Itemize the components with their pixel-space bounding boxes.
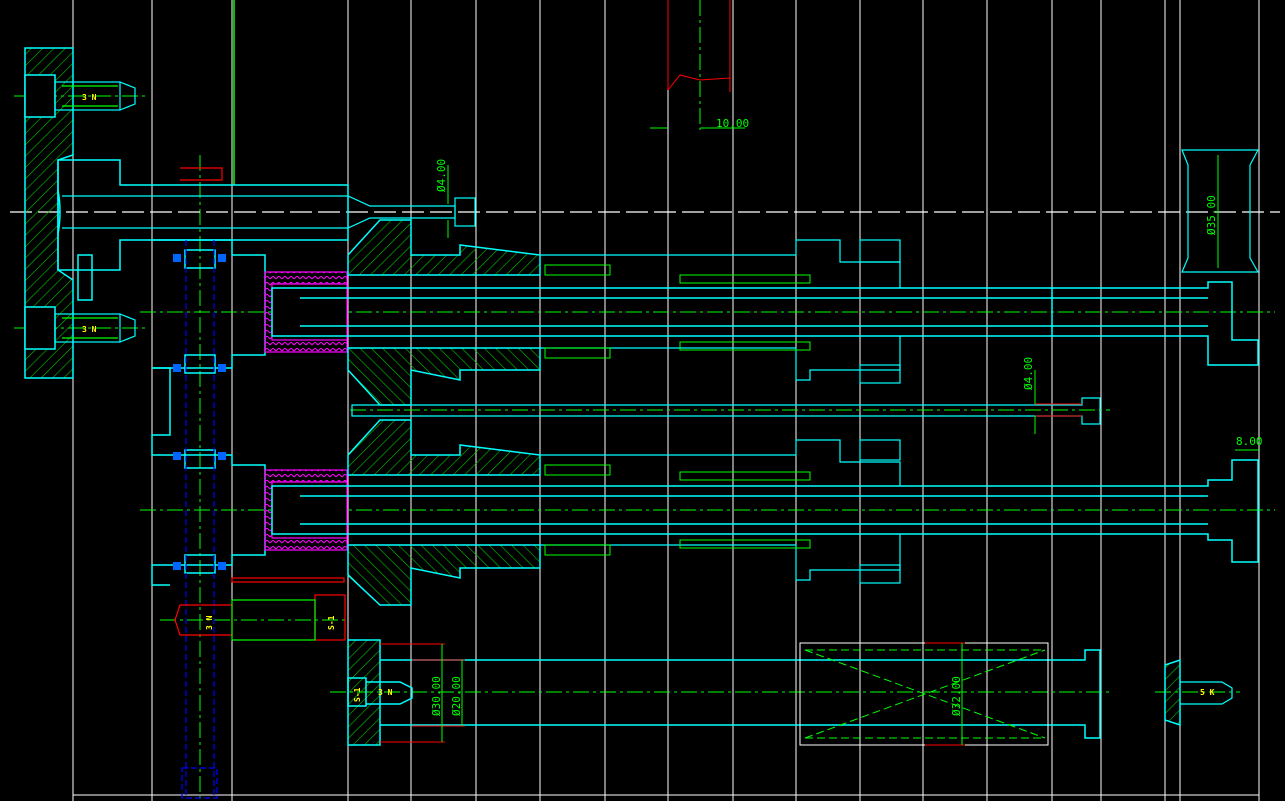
ejector-pin-middle (351, 397, 1101, 425)
dimension-lines (441, 127, 1260, 745)
dimension-texts: 10.00 Ø4.00 Ø35.00 Ø4.00 8.00 Ø30.00 Ø20… (430, 117, 1263, 716)
ejector-plates (151, 239, 266, 586)
plate-bottom-left (231, 599, 316, 641)
dim-right-gap: 8.00 (1236, 435, 1263, 448)
bolt-top-left (54, 81, 136, 111)
label-plate-bottom-left: S-1 (327, 615, 336, 630)
bolt-labels: 3 N 3 N 3 N S-1 S-1 3 N 5 K (82, 93, 1215, 702)
label-right-bolt: 5 K (1200, 688, 1215, 697)
threaded-heads (264, 271, 348, 551)
spring-cross (804, 649, 1046, 739)
dim-spring: Ø32.00 (950, 676, 963, 716)
label-support-bolt: 3 N (378, 688, 393, 697)
plate-grid (72, 0, 1260, 801)
blue-markers (173, 254, 226, 570)
dim-support-inner: Ø20.00 (450, 676, 463, 716)
dim-right-pin: Ø4.00 (1022, 357, 1035, 390)
support-pin (347, 649, 1101, 739)
dim-support-outer: Ø30.00 (430, 676, 443, 716)
sprue-bushing (62, 167, 476, 229)
bolt-right (1180, 681, 1233, 705)
cavity-sleeves (347, 219, 1181, 746)
dim-plug: Ø35.00 (1205, 195, 1218, 235)
sleeve-inserts (544, 264, 811, 556)
left-clamp-plate (24, 47, 349, 379)
core-pin-lower (271, 459, 1259, 563)
core-pin-upper (271, 281, 1259, 366)
spring (799, 642, 1049, 746)
centerlines (14, 0, 1275, 800)
leaders (380, 0, 1082, 746)
sleeve-outlines (540, 149, 1260, 584)
label-bolt-bottom-left: 3 N (205, 615, 214, 630)
label-bolt-mid-left: 3 N (82, 325, 97, 334)
dim-top-pin: Ø4.00 (435, 159, 448, 192)
label-support-head: S-1 (353, 687, 362, 702)
hidden-pins (181, 240, 218, 799)
label-bolt-top-left: 3 N (82, 93, 97, 102)
bolt-mid-left (54, 313, 136, 343)
dim-top-gap: 10.00 (716, 117, 749, 130)
